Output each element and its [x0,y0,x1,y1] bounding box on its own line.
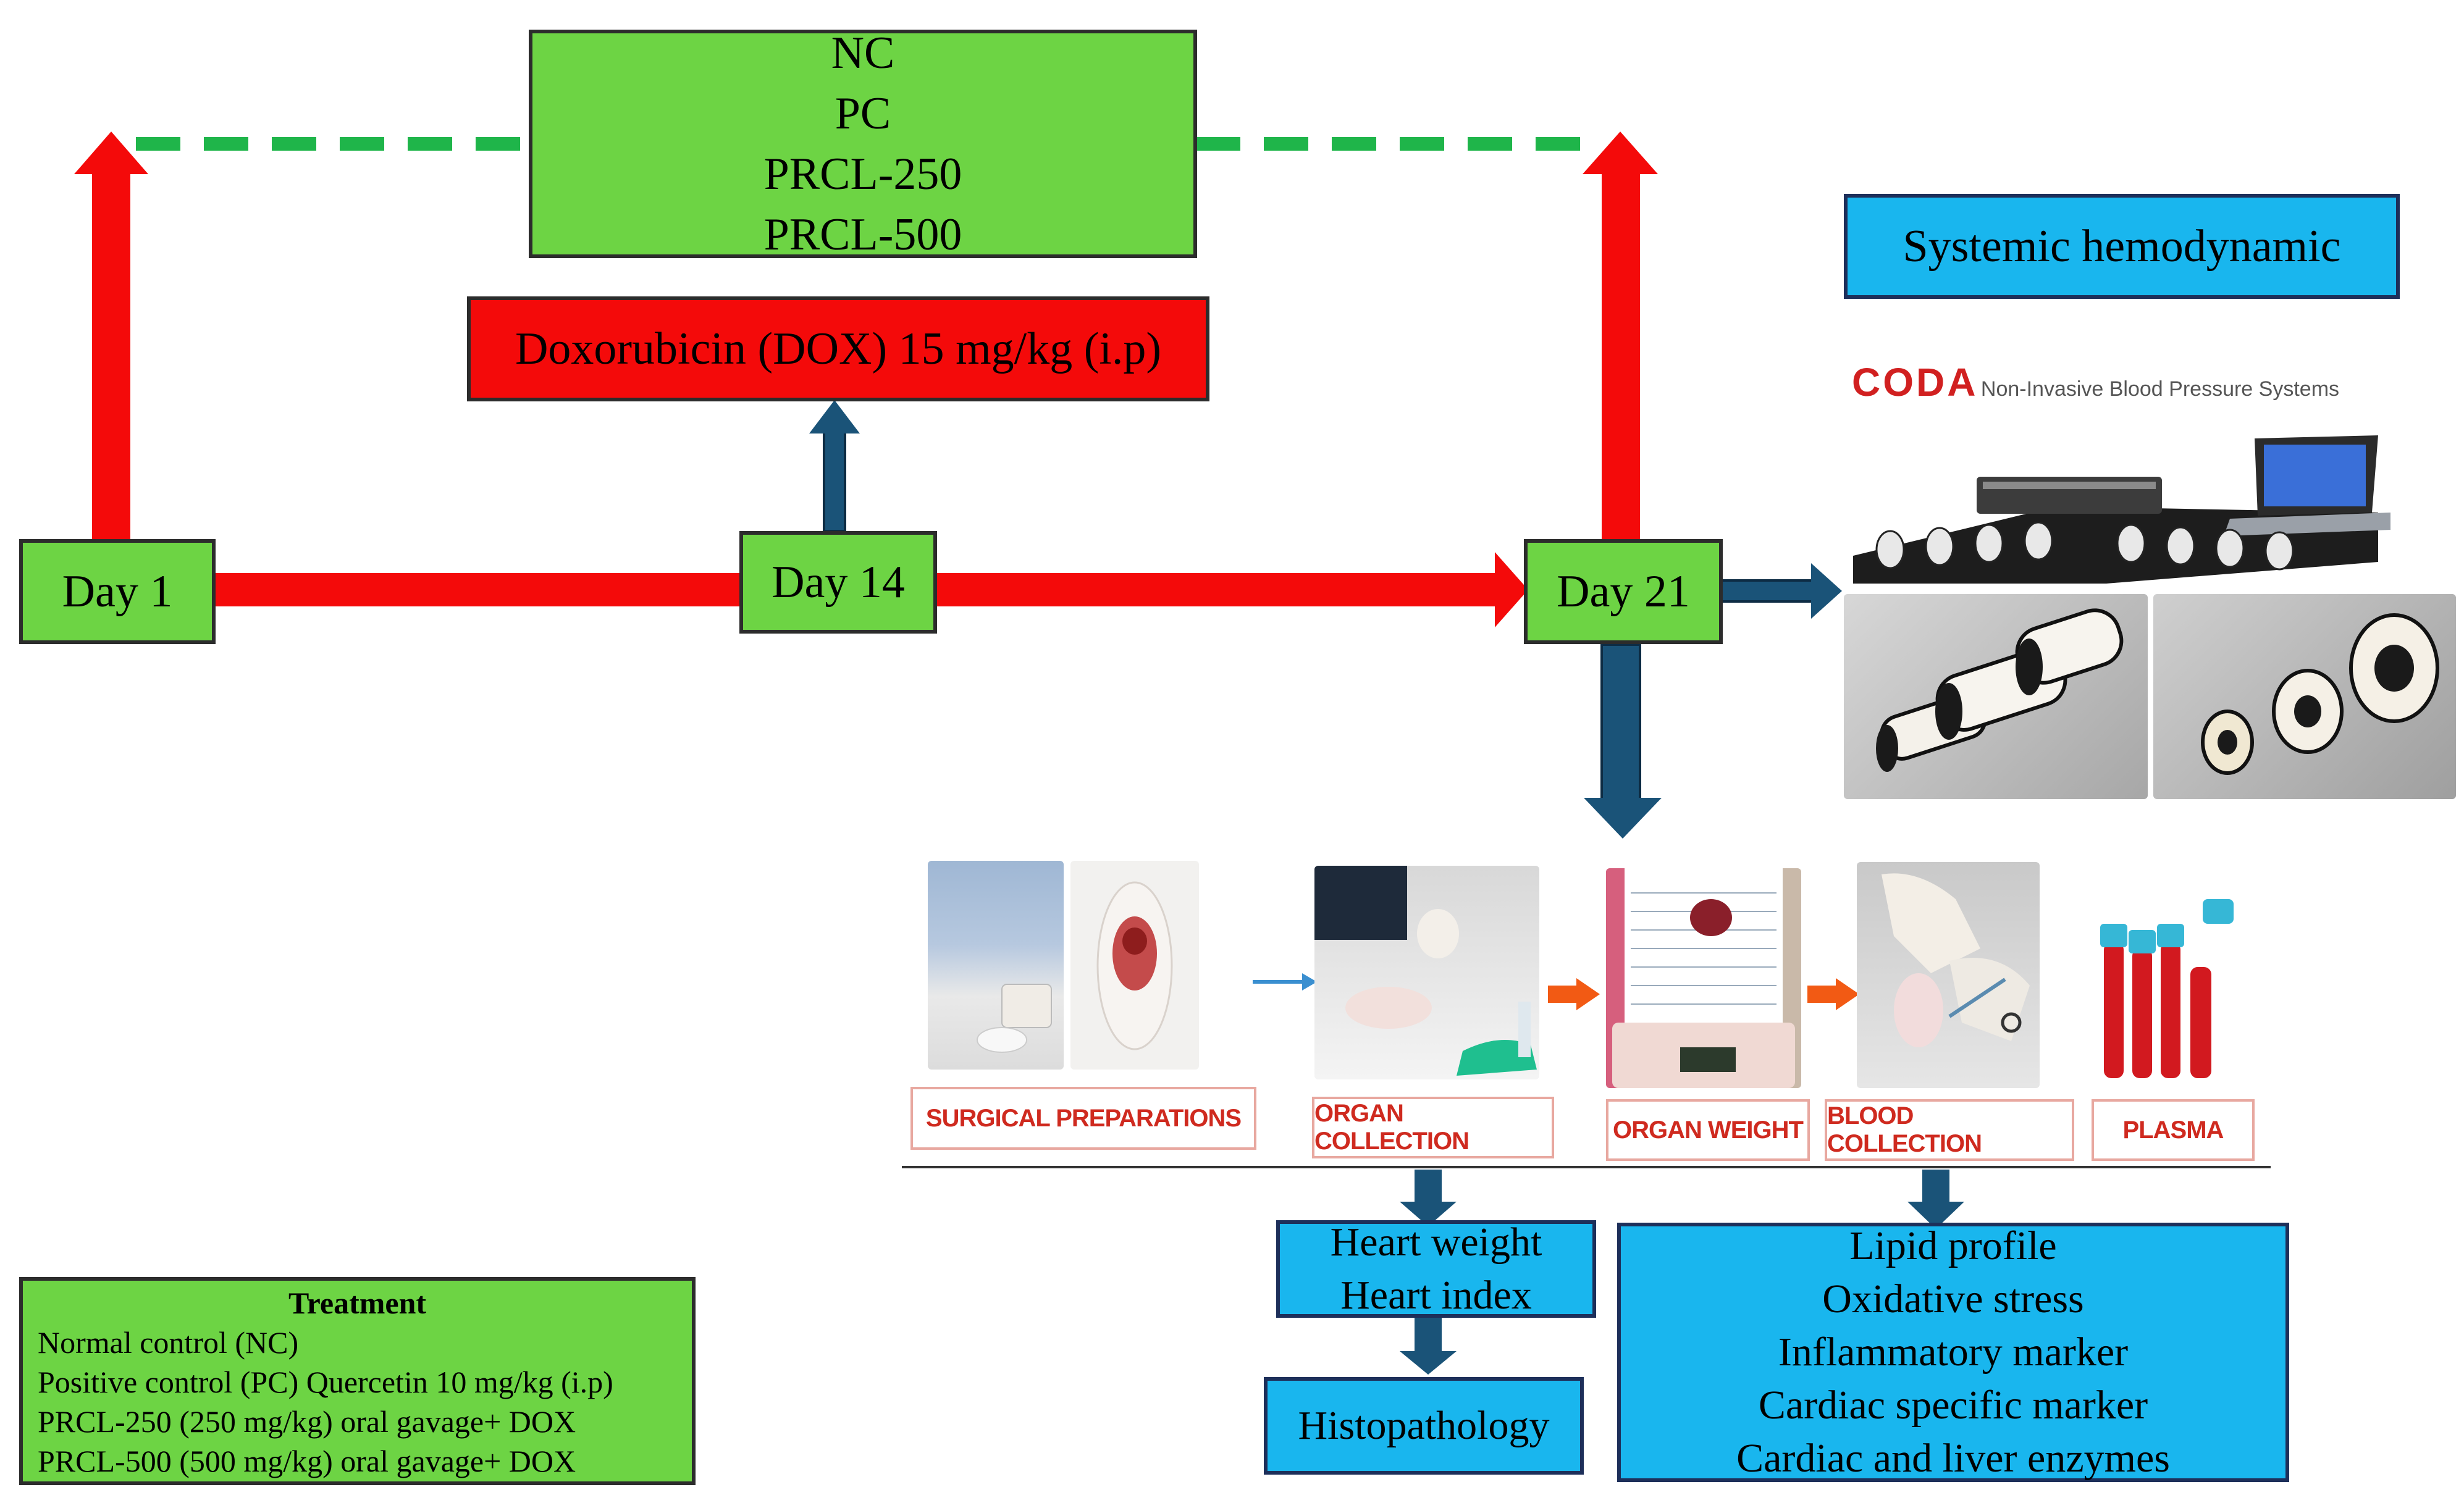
label-blood-collection: BLOOD COLLECTION [1825,1099,2074,1161]
analysis-line: Cardiac and liver enzymes [1736,1436,2170,1481]
label-surgical-preparations: SURGICAL PREPARATIONS [910,1087,1256,1150]
treatment-title: Treatment [288,1286,427,1320]
groups-line: PRCL-250 [763,149,962,199]
analysis-line: Inflammatory marker [1778,1330,2129,1375]
label-organ-weight-text: ORGAN WEIGHT [1613,1116,1804,1144]
red-up-arrow-day1-shaft [92,173,130,543]
navy-arrow-down-shaft [1600,643,1641,800]
heart-line: Heart index [1340,1273,1532,1318]
red-up-arrow-day21-shaft [1602,173,1640,543]
coda-device-photo [1847,420,2390,587]
systemic-hemodynamic-box: Systemic hemodynamic [1844,194,2400,299]
navy-arrow-day14-head [809,400,860,433]
day14-box: Day 14 [739,531,937,634]
analysis-line: Oxidative stress [1822,1276,2084,1321]
systemic-hemodynamic-label: Systemic hemodynamic [1903,221,2341,272]
doxorubicin-box: Doxorubicin (DOX) 15 mg/kg (i.p) [467,296,1209,401]
analysis-line: Cardiac specific marker [1758,1383,2148,1428]
navy-arrow-down-head [1584,798,1662,839]
navy-arrow-right-shaft [1720,579,1815,603]
groups-line: PRCL-500 [763,209,962,260]
doxorubicin-label: Doxorubicin (DOX) 15 mg/kg (i.p) [515,324,1162,374]
day21-label: Day 21 [1557,566,1690,617]
orange-arrow-2-head [1836,978,1859,1010]
restrainer-photo-left [1844,594,2148,799]
treatment-legend: Treatment Normal control (NC) Positive c… [19,1277,696,1485]
organ-collection-photo [1314,866,1539,1079]
label-plasma: PLASMA [2092,1099,2255,1161]
label-surgical-text: SURGICAL PREPARATIONS [925,1104,1242,1132]
histopathology-box: Histopathology [1264,1377,1584,1475]
label-organ-collection-text: ORGAN COLLECTION [1314,1100,1470,1155]
navy-arrow-day14-shaft [823,431,846,532]
navy-arrow-analysis-shaft [1922,1170,1949,1204]
orange-arrow-1-head [1576,978,1600,1010]
orange-arrow-1-shaft [1548,986,1578,1003]
restrainer-photo-right [2153,594,2456,799]
surgical-photo-1 [928,861,1064,1070]
groups-line: PC [835,88,891,139]
histopathology-label: Histopathology [1298,1403,1550,1448]
navy-arrow-heart-shaft [1415,1170,1442,1204]
treatment-line: Positive control (PC) Quercetin 10 mg/kg… [38,1365,613,1399]
surgical-photo-2 [1070,861,1199,1070]
treatment-line: PRCL-500 (500 mg/kg) oral gavage+ DOX [38,1444,576,1478]
blue-connector-head [1302,973,1317,990]
day21-box: Day 21 [1524,539,1723,644]
coda-branding: CODA Non-Invasive Blood Pressure Systems [1852,359,2339,405]
blood-collection-photo [1857,862,2040,1088]
orange-arrow-2-shaft [1807,986,1837,1003]
coda-brand: CODA [1852,360,1978,404]
timeline-arrowhead [1495,552,1528,627]
label-organ-weight: ORGAN WEIGHT [1606,1099,1810,1161]
label-plasma-text: PLASMA [2122,1116,2224,1144]
groups-line: NC [831,28,895,78]
navy-arrow-heart-head [1400,1202,1457,1226]
plasma-photo [2092,893,2255,1088]
red-up-arrow-day21-head [1583,132,1658,174]
analysis-box: Lipid profile Oxidative stress Inflammat… [1617,1223,2289,1482]
timeline-segment-2 [936,573,1505,606]
coda-subtitle: Non-Invasive Blood Pressure Systems [1980,377,2340,401]
timeline-segment-1 [215,573,741,606]
heart-line: Heart weight [1330,1220,1542,1265]
day14-label: Day 14 [772,557,905,608]
day1-label: Day 1 [62,566,173,617]
label-organ-collection: ORGAN COLLECTION [1312,1097,1554,1158]
navy-arrow-right-head [1811,563,1842,619]
red-up-arrow-day1-head [74,132,148,174]
navy-arrow-histo-head [1400,1351,1457,1375]
heart-weight-box: Heart weight Heart index [1276,1220,1596,1318]
organ-weight-photo [1606,868,1801,1088]
groups-box: NC PC PRCL-250 PRCL-500 [529,28,1197,260]
treatment-line: PRCL-250 (250 mg/kg) oral gavage+ DOX [38,1404,576,1439]
label-blood-collection-text: BLOOD COLLECTION [1827,1102,1982,1157]
day1-box: Day 1 [19,539,216,644]
navy-arrow-analysis-head [1907,1202,1964,1229]
treatment-line: Normal control (NC) [38,1325,299,1360]
analysis-line: Lipid profile [1849,1223,2057,1268]
navy-arrow-histo-shaft [1415,1318,1442,1354]
